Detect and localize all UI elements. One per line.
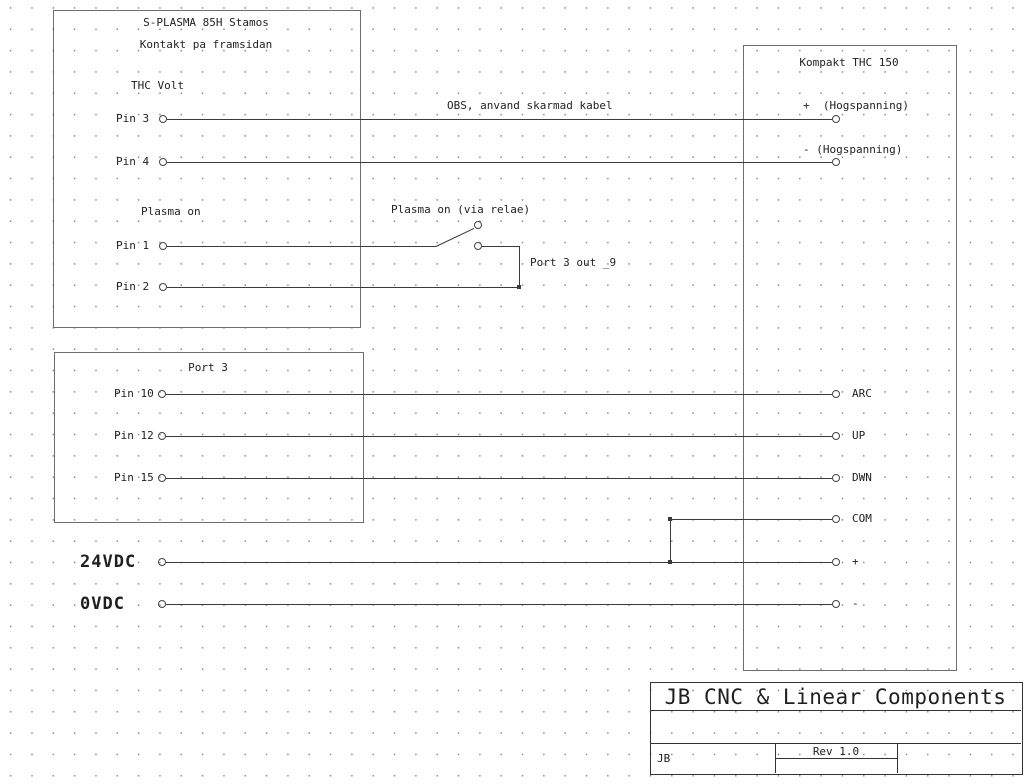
arc-terminal xyxy=(832,390,840,398)
plus-terminal xyxy=(832,558,840,566)
plasma-box-subtitle: Kontakt pa framsidan xyxy=(139,38,273,51)
pin15-terminal xyxy=(158,474,166,482)
title-block-divider-1 xyxy=(650,710,1021,711)
wire-switch-out xyxy=(482,246,520,247)
relay-note: Plasma on (via relae) xyxy=(391,203,531,216)
pin3-terminal xyxy=(159,115,167,123)
title-block-divider-2 xyxy=(650,743,1021,744)
pin12-label: Pin 12 xyxy=(114,429,154,442)
pin10-terminal xyxy=(158,390,166,398)
wire-switch-drop xyxy=(519,246,520,288)
plasma-box-outline xyxy=(53,10,361,328)
title-block-vdivider-2 xyxy=(897,743,898,773)
minus-terminal xyxy=(832,600,840,608)
wire-pin3-hvplus xyxy=(167,119,832,120)
title-block-rev-divider xyxy=(775,758,897,759)
title-block-outline xyxy=(650,682,1023,775)
wire-pin4-hvminus xyxy=(167,162,832,163)
junction-24v-branch xyxy=(668,560,672,564)
wire-pin10-arc xyxy=(166,394,832,395)
wire-24vdc-plus xyxy=(166,562,832,563)
relay-contact-open xyxy=(474,221,482,229)
relay-switch-blade xyxy=(435,228,475,247)
pin12-terminal xyxy=(158,432,166,440)
com-terminal-label: COM xyxy=(852,512,872,525)
wire-com-branch xyxy=(670,519,832,520)
terminal-24vdc xyxy=(158,558,166,566)
up-terminal-label: UP xyxy=(852,429,866,442)
pin2-terminal xyxy=(159,283,167,291)
thc-box-title: Kompakt THC 150 xyxy=(799,56,899,69)
wire-pin2 xyxy=(167,287,520,288)
dwn-terminal-label: DWN xyxy=(852,471,872,484)
wire-pin15-dwn xyxy=(166,478,832,479)
thc-box-outline xyxy=(743,45,957,671)
author-initials: JB xyxy=(657,752,671,765)
port3-out-note: Port 3 out _9 xyxy=(530,256,617,269)
thc-volt-label: THC Volt xyxy=(131,79,184,92)
pin4-label: Pin 4 xyxy=(116,155,150,168)
company-name: JB CNC & Linear Components xyxy=(664,685,1007,709)
com-terminal xyxy=(832,515,840,523)
relay-contact-inline xyxy=(474,242,482,250)
hv-plus-label: + (Hogspanning) xyxy=(803,99,909,112)
pin4-terminal xyxy=(159,158,167,166)
terminal-0vdc xyxy=(158,600,166,608)
supply-24vdc-label: 24VDC xyxy=(80,552,137,572)
pin10-label: Pin 10 xyxy=(114,387,154,400)
revision-label: Rev 1.0 xyxy=(812,745,860,758)
hv-minus-label: - (Hogspanning) xyxy=(803,143,903,156)
plasma-on-label: Plasma on xyxy=(141,205,201,218)
hv-plus-terminal xyxy=(832,115,840,123)
arc-terminal-label: ARC xyxy=(852,387,872,400)
up-terminal xyxy=(832,432,840,440)
wire-pin12-up xyxy=(166,436,832,437)
pin1-label: Pin 1 xyxy=(116,239,150,252)
pin3-label: Pin 3 xyxy=(116,112,150,125)
hv-minus-terminal xyxy=(832,158,840,166)
dwn-terminal xyxy=(832,474,840,482)
pin1-terminal xyxy=(159,242,167,250)
plasma-box-title: S-PLASMA 85H Stamos xyxy=(143,16,269,29)
wire-com-drop xyxy=(670,519,671,563)
port3-box-title: Port 3 xyxy=(188,361,228,374)
supply-0vdc-label: 0VDC xyxy=(80,594,125,614)
junction-com-start xyxy=(668,517,672,521)
port3-box-outline xyxy=(54,352,364,523)
junction-pin2-switch xyxy=(517,285,521,289)
obs-note: OBS, anvand skarmad kabel xyxy=(447,99,613,112)
pin15-label: Pin 15 xyxy=(114,471,154,484)
minus-terminal-label: - xyxy=(852,597,859,610)
pin2-label: Pin 2 xyxy=(116,280,150,293)
plus-terminal-label: + xyxy=(852,555,859,568)
wire-pin1-switch xyxy=(167,246,436,247)
wire-0vdc-minus xyxy=(166,604,832,605)
